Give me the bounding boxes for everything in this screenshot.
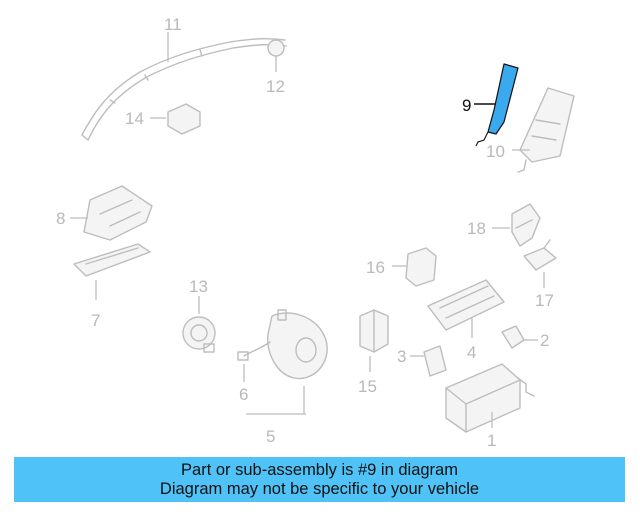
part-9-highlighted: 9: [462, 63, 519, 147]
part-6-driver-airbag: 6 5: [237, 309, 328, 446]
callout-11: 11: [164, 15, 182, 34]
callout-12: 12: [266, 77, 285, 96]
callout-18: 18: [467, 219, 486, 238]
callout-2: 2: [540, 331, 549, 350]
callout-3: 3: [397, 347, 406, 366]
info-banner: Part or sub-assembly is #9 in diagram Di…: [14, 457, 625, 502]
part-11-curtain-airbag: 11: [81, 15, 287, 141]
callout-9: 9: [462, 96, 471, 115]
part-10-side-airbag: 10: [486, 87, 575, 173]
callout-1: 1: [487, 431, 496, 450]
part-14-module: 14: [125, 103, 201, 135]
callout-15: 15: [358, 377, 377, 396]
callout-6: 6: [239, 385, 248, 404]
part-7-sensor-bar: 7: [73, 243, 151, 330]
part-15-sensor: 15: [358, 309, 389, 396]
part-3-bracket: 3: [397, 345, 447, 377]
part-12-sensor: 12: [266, 39, 285, 96]
callout-13: 13: [189, 277, 208, 296]
part-8-buckle: 8: [56, 185, 153, 241]
callout-16: 16: [366, 258, 385, 277]
callout-17: 17: [535, 291, 554, 310]
callout-5: 5: [266, 427, 275, 446]
part-1-passenger-airbag: 1: [445, 363, 535, 450]
callout-7: 7: [91, 311, 100, 330]
banner-line-2: Diagram may not be specific to your vehi…: [159, 479, 480, 498]
part-18-bracket: 18: [467, 203, 541, 247]
part-13-clockspring: 13: [182, 277, 216, 353]
callout-10: 10: [486, 142, 505, 161]
part-17-sensor: 17: [523, 239, 557, 310]
part-2-bracket: 2: [501, 325, 549, 350]
parts-diagram: 11 12 14 9 10 8 7: [56, 15, 575, 450]
part-4-module: 4: [427, 279, 505, 362]
callout-8: 8: [56, 209, 65, 228]
part-16-sensor: 16: [366, 247, 437, 287]
callout-4: 4: [467, 343, 476, 362]
callout-14: 14: [125, 109, 144, 128]
banner-line-1: Part or sub-assembly is #9 in diagram: [181, 460, 458, 479]
